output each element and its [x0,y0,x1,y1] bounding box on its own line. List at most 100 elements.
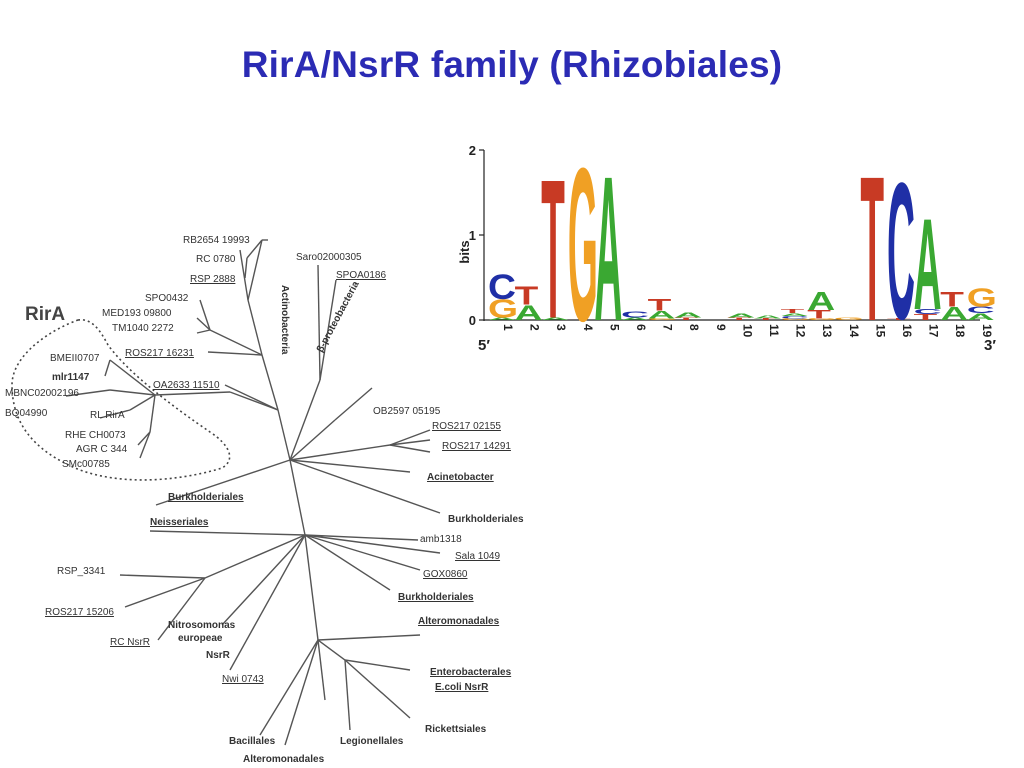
tree-leaf-burk_b: Burkholderiales [398,592,474,603]
tree-branch [124,577,206,608]
logo-position-label: 13 [820,324,834,338]
tree-branch [344,659,351,731]
tree-branch [155,459,291,506]
tree-leaf-altero_r: Alteromonadales [418,616,500,627]
tree-leaf-agr: AGR C 344 [76,444,128,455]
logo-letter-A: A [674,311,702,319]
tree-branch [389,444,431,453]
logo-letter-C: C [887,142,915,360]
rira-clade-label: RirA [25,304,65,325]
tree-branch [65,389,111,397]
tree-branch [317,264,321,381]
tree-leaf-smc: SMc00785 [62,459,110,470]
tree-leaf-rsp2888: RSP 2888 [190,274,236,285]
tree-branch [344,659,411,671]
tree-branch [109,389,156,396]
logo-letter-G: G [488,294,518,323]
tree-leaf-bacill: Bacillales [229,736,276,747]
logo-letter-A: A [727,312,755,319]
tree-branch [317,639,326,701]
tree-leaf-rsp3341: RSP_3341 [57,566,106,577]
logo-letter-A: A [754,314,782,319]
tree-branch [389,439,431,446]
tree-leaf-nitro2: europeae [178,633,223,644]
tree-branch [99,409,131,419]
tree-leaf-ros217_15206: ROS217 15206 [45,607,114,618]
logo-letter-G: G [967,283,997,312]
tree-branch [224,384,279,411]
tree-branch [129,394,156,411]
logo-tick-label: 0 [469,313,476,328]
tree-leaf-acineto: Acinetobacter [427,472,494,483]
tree-leaf-oa2633: OA2633 11510 [153,380,220,391]
tree-branch [304,534,441,554]
logo-position-label: 4 [581,324,595,331]
logo-letter-C: C [488,266,516,306]
tree-leaf-med193: MED193 09800 [102,308,172,319]
logo-letter-A: A [515,301,543,325]
rira-clade-outline [11,319,231,481]
tree-branch [304,534,319,641]
tree-leaf-ros217_02155: ROS217 02155 [432,421,501,432]
logo-letter-A: A [594,134,622,365]
tree-leaf-mlr: mlr1147 [52,372,90,383]
logo-letter-T: T [940,287,964,311]
tree-branch [221,534,306,626]
tree-branch [109,359,156,396]
tree-branch [157,577,206,641]
tree-leaf-entero: Enterobacterales [430,667,512,678]
tree-branch [259,639,319,736]
logo-letter-A: A [648,309,676,321]
tree-leaf-bq: BQ04990 [5,408,48,419]
logo-position-label: 6 [634,324,648,331]
logo-letter-T: T [515,281,539,310]
tree-leaf-spoa: SPOA0186 [336,270,386,281]
tree-leaf-legion: Legionellales [340,736,404,747]
logo-position-label: 15 [873,324,887,338]
logo-y-ticks: 012 [469,143,484,328]
logo-position-label: 16 [900,324,914,338]
three-prime-label: 3′ [984,337,996,354]
tree-branch [119,574,206,579]
logo-letter-T: T [807,308,831,321]
tree-branch [244,257,248,279]
tree-branch [149,394,156,433]
logo-letter-A: A [940,303,968,324]
tree-leaf-nitro3: NsrR [206,650,231,661]
tree-branch [149,530,306,536]
logo-position-label: 7 [661,324,675,331]
logo-position-label: 5 [607,324,621,331]
logo-position-label: 2 [528,324,542,331]
tree-leaf-ricket: Rickettsiales [425,724,487,735]
tree-leaf-altero_b: Alteromonadales [243,754,325,765]
tree-branch [239,249,249,301]
logo-letter-A: A [621,317,649,321]
tree-branch [317,634,421,641]
logo-position-label: 11 [767,324,781,337]
tree-branch [344,659,411,719]
logo-position-label: 17 [927,324,941,338]
logo-letter-G: G [807,318,837,321]
logo-letter-A: A [914,192,942,337]
logo-tick-label: 1 [469,228,476,243]
logo-position-label: 9 [714,324,728,331]
logo-letter-C: C [621,310,649,319]
logo-letter-T: T [781,308,805,315]
logo-letter-A: A [807,286,835,315]
tree-branch [104,359,111,377]
tree-branch [304,534,391,591]
logo-letter-T: T [727,317,751,321]
tree-leaf-rcnsrr: RC NsrR [110,637,150,648]
tree-branch [289,419,336,461]
logo-letter-G: G [648,318,678,321]
tree-branch [304,534,419,541]
logo-letter-T: T [860,134,884,365]
tree-branches [65,239,441,746]
logo-position-label: 10 [740,324,754,338]
tree-leaf-nitro1: Nitrosomonas [168,620,236,631]
logo-letter-T: T [541,140,565,361]
tree-branch [229,534,306,671]
logo-letter-A: A [541,317,569,321]
logo-letter-T: T [887,318,911,321]
five-prime-label: 5′ [478,337,490,354]
